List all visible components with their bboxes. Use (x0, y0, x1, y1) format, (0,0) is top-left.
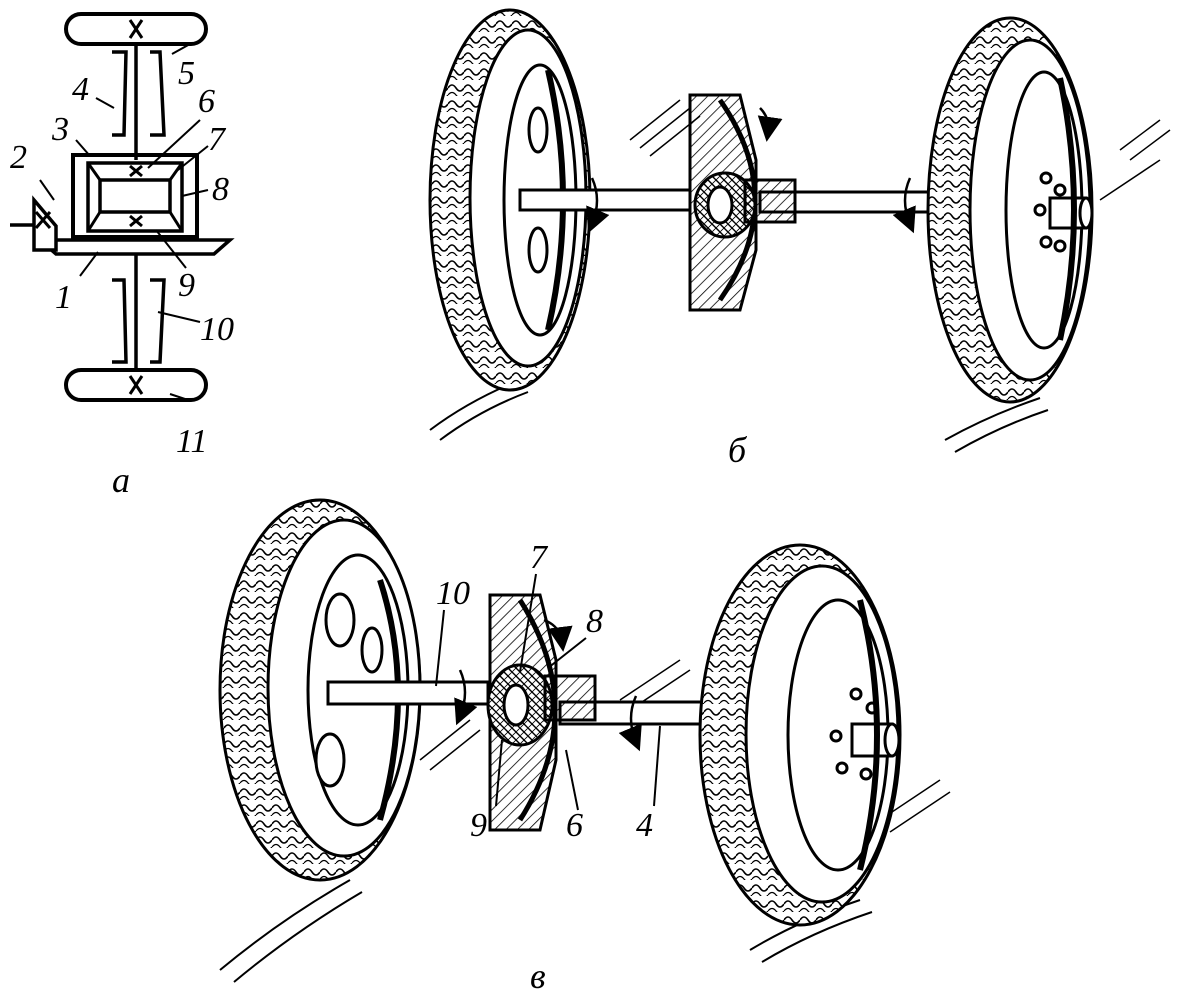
callout-v-10: 10 (436, 575, 470, 612)
differential-b (688, 93, 797, 312)
drive-pinion (32, 195, 58, 252)
panel-v-labels: 10 7 8 9 6 4 в (436, 539, 653, 996)
callout-7: 7 (208, 121, 227, 158)
shaft-b-left (518, 188, 692, 212)
caption-v: в (530, 956, 546, 996)
half-shaft-lower (112, 278, 166, 364)
callout-6: 6 (198, 83, 215, 120)
callout-3: 3 (51, 111, 69, 148)
callout-2: 2 (10, 139, 27, 176)
callout-5: 5 (178, 55, 195, 92)
callout-v-9: 9 (470, 807, 487, 844)
callout-v-6: 6 (566, 807, 583, 844)
diff-housing (71, 153, 199, 239)
panel-b-axle (428, 8, 1171, 453)
wheel-b-left (428, 8, 592, 392)
callout-v-8: 8 (586, 603, 603, 640)
pinion-block (98, 178, 172, 214)
caption-a: а (112, 460, 130, 500)
callout-9: 9 (178, 267, 195, 304)
panel-v-axle (218, 498, 951, 983)
callout-11: 11 (176, 423, 207, 460)
half-shaft-upper (112, 50, 166, 137)
callout-v-7: 7 (530, 539, 549, 576)
panel-a-scheme (10, 12, 235, 402)
crown-gear (35, 238, 235, 256)
callout-10: 10 (200, 311, 234, 348)
differential-v (486, 593, 597, 832)
callout-1: 1 (55, 279, 72, 316)
callout-4: 4 (72, 71, 89, 108)
caption-b: б (728, 430, 748, 470)
panel-a-labels: 1 2 3 4 5 6 7 8 9 10 11 а (10, 55, 234, 500)
wheel-v-right (698, 543, 902, 927)
diff-carrier (86, 161, 184, 233)
callout-v-4: 4 (636, 807, 653, 844)
wheel-b-right (926, 16, 1094, 404)
callout-8: 8 (212, 171, 229, 208)
